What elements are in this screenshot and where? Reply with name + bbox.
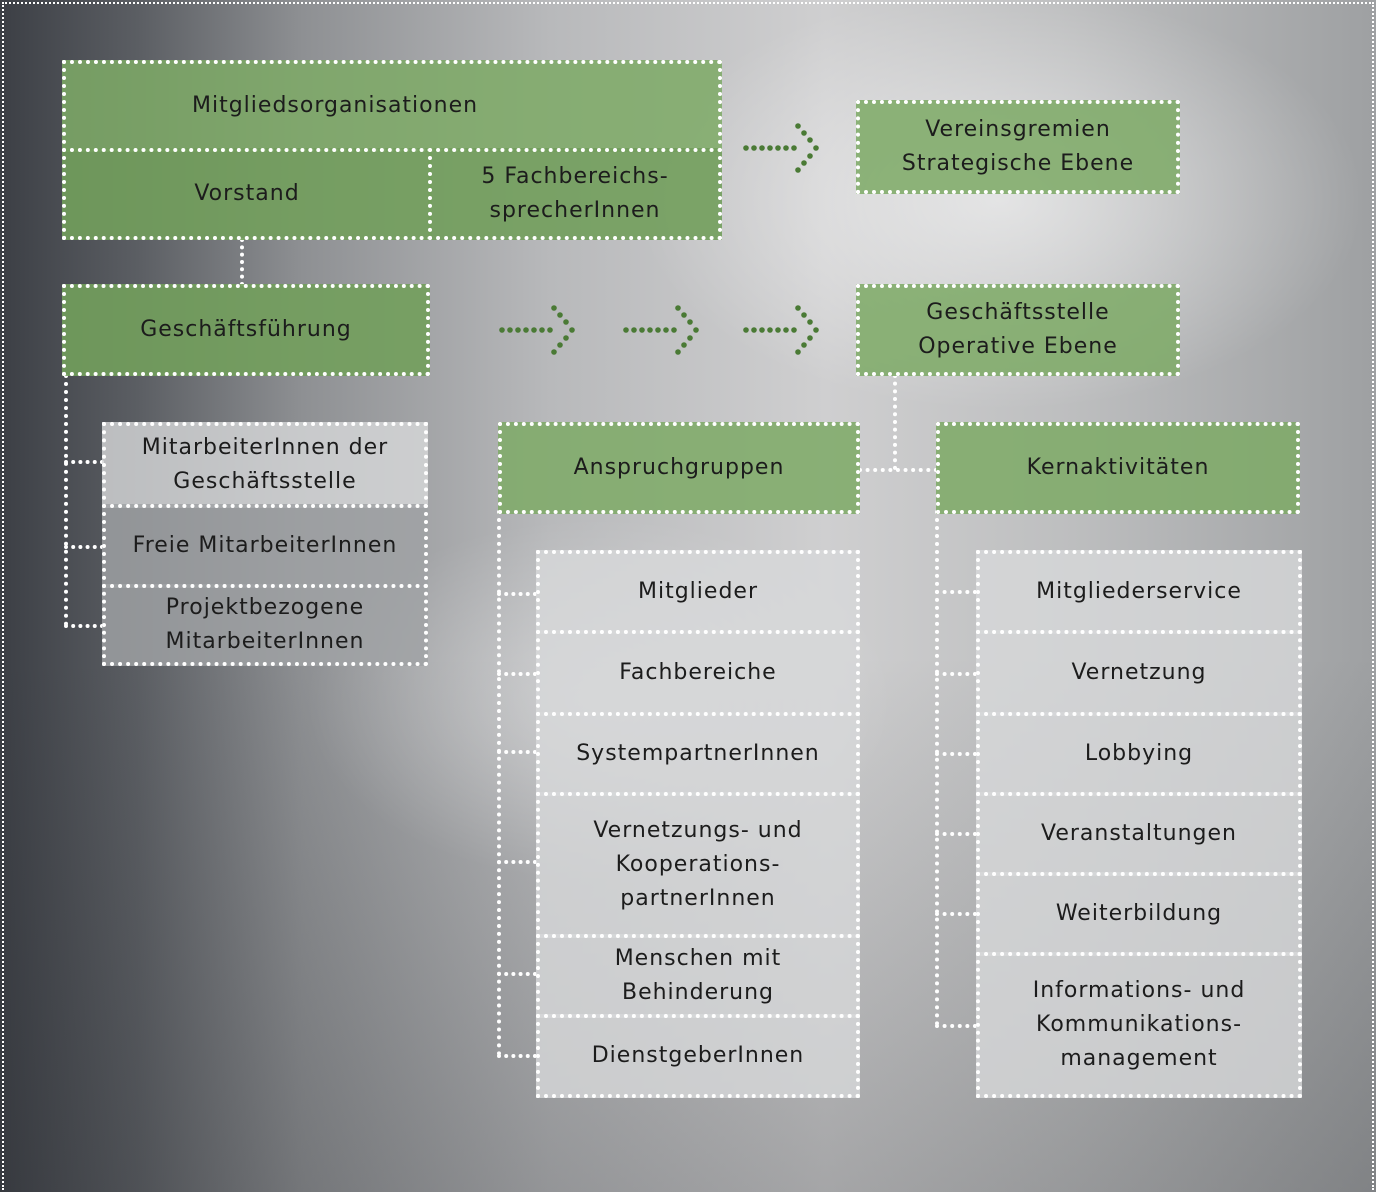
staff-label-1-line2: Geschäftsstelle [173,469,357,494]
kernaktivitaet-label-line2: Kommunikations- [1035,1012,1243,1037]
kernaktivitaet-label: Vernetzung [1071,660,1207,685]
connector-kern-6 [935,1024,977,1028]
anspruchgruppe-label: Mitglieder [638,579,758,604]
kernaktivitaeten-header: Kernaktivitäten [936,422,1300,514]
staff-box-2: Freie MitarbeiterInnen [102,504,428,588]
geschaeftsstelle-label-line1: Geschäftsstelle [926,300,1110,325]
anspruchgruppe-item: Mitglieder [536,550,860,634]
geschaeftsfuehrung-label: Geschäftsführung [140,317,352,342]
vereinsgremien-label-line2: Strategische Ebene [901,151,1135,176]
connector-kern-1 [935,590,977,594]
anspruchgruppe-item: Vernetzungs- und Kooperations- partnerIn… [536,792,860,938]
anspruchgruppe-label: Fachbereiche [619,660,777,685]
connector-kern-trunk [935,510,939,1026]
fachbereichssprecher-label-line2: sprecherInnen [489,198,661,223]
fachbereichssprecher-label-line1: 5 Fachbereichs- [481,164,669,189]
staff-label-3-line2: MitarbeiterInnen [165,629,365,654]
geschaeftsstelle-label-line2: Operative Ebene [918,334,1118,359]
connector-staff-2 [64,545,104,549]
geschaeftsfuehrung-box: Geschäftsführung [62,284,430,376]
kernaktivitaeten-title: Kernaktivitäten [1026,455,1210,480]
connector-kern-5 [935,912,977,916]
mitgliedsorganisationen-box: Mitgliedsorganisationen [62,60,722,152]
geschaeftsstelle-box: Geschäftsstelle Operative Ebene [856,284,1180,376]
kernaktivitaet-label-line1: Informations- und [1032,978,1246,1003]
connector-gf-staff [64,374,68,626]
connector-ansp-5 [497,972,537,976]
connector-ansp-2 [497,672,537,676]
anspruchgruppe-item: Fachbereiche [536,630,860,716]
connector-gs-down [893,374,897,470]
kernaktivitaet-item: Informations- und Kommunikations- manage… [976,952,1302,1098]
anspruchgruppe-label-line2: Kooperations- [615,852,781,877]
connector-gs-branch [858,468,938,472]
vorstand-box: Vorstand [62,148,432,240]
anspruchgruppe-label-line2: Behinderung [621,980,775,1005]
staff-label-1-line1: MitarbeiterInnen der [141,435,389,460]
kernaktivitaet-label-line3: management [1060,1046,1218,1071]
anspruchgruppe-label-line3: partnerInnen [620,886,776,911]
vereinsgremien-box: Vereinsgremien Strategische Ebene [856,100,1180,194]
kernaktivitaet-label: Weiterbildung [1055,901,1223,926]
connector-kern-3 [935,752,977,756]
fachbereichssprecher-box: 5 Fachbereichs- sprecherInnen [428,148,722,240]
connector-ansp-1 [497,592,537,596]
connector-staff-3 [64,624,104,628]
anspruchgruppe-label: DienstgeberInnen [591,1043,805,1068]
kernaktivitaet-label: Lobbying [1084,741,1194,766]
kernaktivitaet-label: Mitgliederservice [1036,579,1242,604]
staff-box-1: MitarbeiterInnen der Geschäftsstelle [102,422,428,508]
dotted-right-arrow-icon [743,123,819,173]
anspruchgruppe-label: SystempartnerInnen [576,741,820,766]
staff-label-3-line1: Projektbezogene [165,595,365,620]
kernaktivitaet-item: Mitgliederservice [976,550,1302,634]
anspruchgruppe-item: SystempartnerInnen [536,712,860,796]
dotted-right-arrow-icon [623,305,699,355]
connector-kern-4 [935,832,977,836]
vereinsgremien-label-line1: Vereinsgremien [925,117,1111,142]
anspruchgruppen-header: Anspruchgruppen [498,422,860,514]
dotted-right-arrow-icon [499,305,575,355]
connector-vorstand-gf [240,238,244,286]
staff-box-3: Projektbezogene MitarbeiterInnen [102,584,428,666]
staff-label-2: Freie MitarbeiterInnen [132,533,398,558]
connector-ansp-6 [497,1054,537,1058]
connector-ansp-trunk [497,510,501,1056]
mitgliedsorganisationen-label: Mitgliedsorganisationen [192,93,479,118]
anspruchgruppe-item: Menschen mit Behinderung [536,934,860,1018]
connector-ansp-3 [497,750,537,754]
kernaktivitaet-item: Weiterbildung [976,872,1302,956]
kernaktivitaet-label: Veranstaltungen [1041,821,1237,846]
dotted-right-arrow-icon [743,305,819,355]
kernaktivitaet-item: Lobbying [976,712,1302,796]
anspruchgruppe-item: DienstgeberInnen [536,1014,860,1098]
connector-staff-1 [64,460,104,464]
vorstand-label: Vorstand [194,181,300,206]
kernaktivitaet-item: Vernetzung [976,630,1302,716]
connector-kern-2 [935,672,977,676]
anspruchgruppe-label-line1: Menschen mit [614,946,782,971]
anspruchgruppen-title: Anspruchgruppen [573,455,785,480]
connector-ansp-4 [497,860,537,864]
kernaktivitaet-item: Veranstaltungen [976,792,1302,876]
anspruchgruppe-label-line1: Vernetzungs- und [593,818,803,843]
